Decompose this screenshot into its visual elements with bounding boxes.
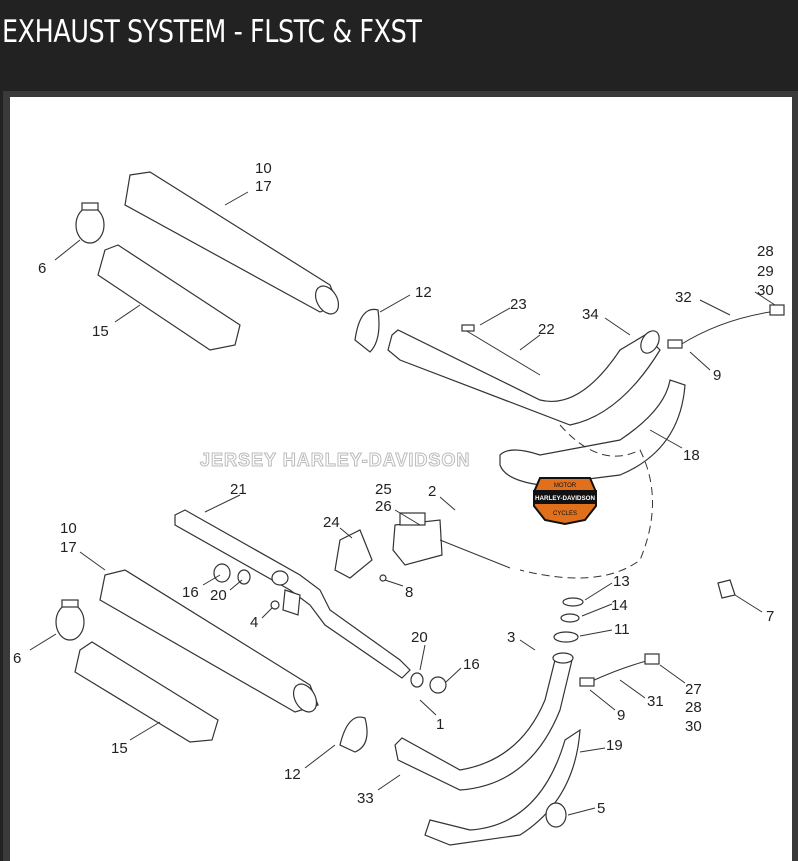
page-title: EXHAUST SYSTEM - FLSTC & FXST bbox=[2, 14, 422, 50]
o2-sensor-upper bbox=[667, 304, 785, 349]
lower-muffler bbox=[99, 569, 319, 713]
callout: 12 bbox=[415, 284, 432, 301]
callout: 16 bbox=[182, 584, 199, 601]
callout: 16 bbox=[463, 656, 480, 673]
callout: 14 bbox=[611, 597, 628, 614]
heat-shield-18 bbox=[499, 379, 686, 486]
lower-mount-clamp bbox=[339, 716, 368, 753]
callout: 29 bbox=[757, 263, 774, 280]
upper-muffler bbox=[124, 171, 340, 315]
mount-bracket bbox=[174, 509, 411, 679]
callout: 13 bbox=[613, 573, 630, 590]
callout: 10 bbox=[255, 160, 272, 177]
callout: 30 bbox=[685, 718, 702, 735]
bracket-7 bbox=[717, 579, 736, 599]
callout: 33 bbox=[357, 790, 374, 807]
rear-header-pipe bbox=[387, 329, 661, 426]
callout: 23 bbox=[510, 296, 527, 313]
callout: 31 bbox=[647, 693, 664, 710]
callout: 3 bbox=[507, 629, 515, 646]
callout: 28 bbox=[685, 699, 702, 716]
callout: 30 bbox=[757, 282, 774, 299]
bracket-23 bbox=[461, 324, 541, 376]
leader-lines bbox=[29, 191, 776, 816]
callout: 5 bbox=[597, 800, 605, 817]
callout: 34 bbox=[582, 306, 599, 323]
bolt-8 bbox=[379, 574, 387, 582]
callout: 17 bbox=[60, 539, 77, 556]
callout: 11 bbox=[614, 621, 630, 638]
callout: 25 bbox=[375, 481, 392, 498]
lower-heat-shield bbox=[74, 641, 219, 743]
callout: 2 bbox=[428, 483, 436, 500]
callout: 26 bbox=[375, 498, 392, 515]
callout: 27 bbox=[685, 681, 702, 698]
callout: 6 bbox=[38, 260, 46, 277]
clamp-5 bbox=[545, 802, 567, 828]
callout: 10 bbox=[60, 520, 77, 537]
part-callouts: 10 17 6 15 12 23 22 34 32 28 29 30 9 18 … bbox=[13, 160, 774, 817]
lower-clamp bbox=[55, 599, 85, 641]
callout: 12 bbox=[284, 766, 301, 783]
callout: 7 bbox=[766, 608, 774, 625]
callout: 20 bbox=[411, 629, 428, 646]
logo-middle-text: HARLEY-DAVIDSON bbox=[535, 495, 595, 502]
callout: 1 bbox=[436, 716, 444, 733]
harley-davidson-logo: MOTOR HARLEY-DAVIDSON CYCLES bbox=[533, 477, 597, 526]
bracket-24 bbox=[334, 529, 373, 579]
callout: 24 bbox=[323, 514, 340, 531]
gaskets-11-13-14 bbox=[553, 597, 584, 643]
callout: 19 bbox=[606, 737, 623, 754]
upper-mount-clamp bbox=[354, 308, 380, 353]
front-header-pipe bbox=[394, 652, 574, 791]
callout: 21 bbox=[230, 481, 247, 498]
nut-4 bbox=[270, 600, 280, 610]
callout: 18 bbox=[683, 447, 700, 464]
upper-clamp bbox=[75, 202, 105, 244]
callout: 32 bbox=[675, 289, 692, 306]
callout: 15 bbox=[111, 740, 128, 757]
watermark-text: JERSEY HARLEY-DAVIDSON bbox=[200, 450, 470, 470]
heat-shield-19 bbox=[424, 728, 581, 846]
callout: 22 bbox=[538, 321, 555, 338]
lower-clamps bbox=[410, 672, 447, 694]
callout: 9 bbox=[713, 367, 721, 384]
callout: 8 bbox=[405, 584, 413, 601]
callout: 17 bbox=[255, 178, 272, 195]
callout: 4 bbox=[250, 614, 258, 631]
callout: 9 bbox=[617, 707, 625, 724]
callout: 15 bbox=[92, 323, 109, 340]
o2-sensor-lower bbox=[579, 653, 660, 687]
callout: 28 bbox=[757, 243, 774, 260]
upper-heat-shield bbox=[97, 244, 241, 351]
callout: 6 bbox=[13, 650, 21, 667]
logo-top-text: MOTOR bbox=[554, 483, 577, 489]
dashed-guide-line bbox=[519, 424, 653, 579]
callout: 20 bbox=[210, 587, 227, 604]
logo-bottom-text: CYCLES bbox=[553, 511, 577, 517]
actuator-25-26 bbox=[392, 512, 511, 569]
